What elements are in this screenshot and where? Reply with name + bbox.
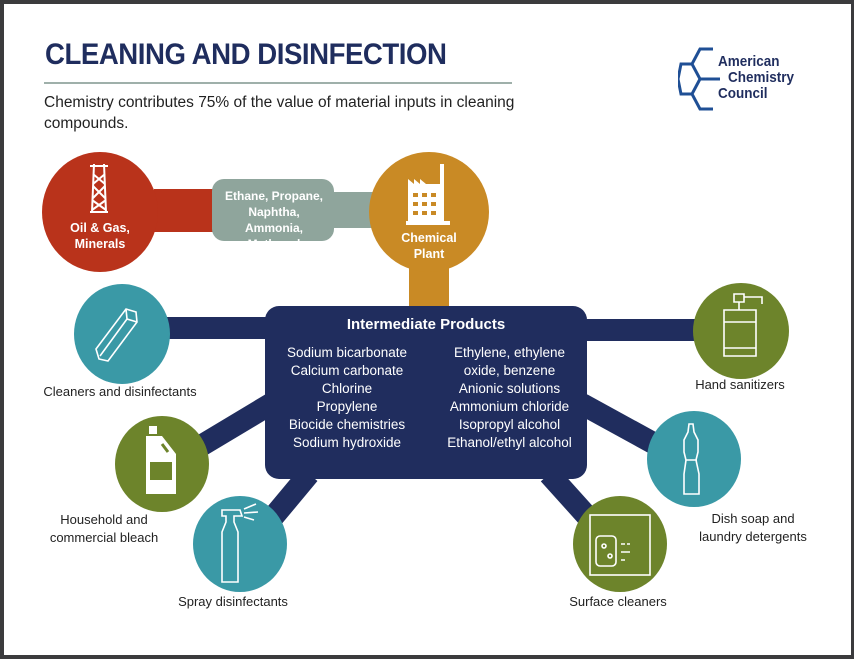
bleach-label-line2: commercial bleach — [49, 530, 159, 545]
oil-gas-label: Oil & Gas, Minerals — [70, 221, 130, 251]
spray-label: Spray disinfectants — [178, 594, 288, 609]
intermediate-item: Ethanol/ethyl alcohol — [447, 435, 572, 450]
intermediate-item: Propylene — [316, 399, 378, 414]
feedstocks-label: Ethane, Propane, Naphtha, Ammonia, Metha… — [224, 189, 324, 251]
cleaners-label: Cleaners and disinfectants — [43, 384, 197, 399]
pump-bottle-icon — [723, 293, 763, 357]
intermediate-item: Sodium hydroxide — [292, 435, 402, 450]
dish-soap-label-line2: laundry detergents — [699, 529, 807, 544]
intermediate-item: Chlorine — [321, 381, 373, 396]
chemical-plant-label: Chemical Plant — [401, 231, 457, 261]
surface-sponge-icon — [589, 514, 651, 576]
intermediate-products-title: Intermediate Products — [346, 316, 506, 333]
oil-derrick-icon — [90, 163, 108, 213]
intermediate-box — [265, 306, 587, 479]
sponge-icon — [95, 308, 138, 362]
surface-label: Surface cleaners — [569, 594, 667, 609]
intermediate-item: Isopropyl alcohol — [458, 417, 561, 432]
logo-text: Chemistry — [728, 69, 795, 86]
surface-circle — [573, 496, 667, 592]
intermediate-item: Biocide chemistries — [288, 417, 406, 432]
acc-logo: American Chemistry Council — [676, 46, 818, 116]
bleach-label-line1: Household and — [60, 512, 148, 527]
dish-soap-circle — [647, 411, 741, 507]
feedstock-pill — [212, 179, 334, 241]
spray-circle — [193, 496, 287, 592]
intermediate-item: Sodium bicarbonate — [286, 345, 408, 360]
hand-sanitizer-circle — [693, 283, 789, 379]
intermediate-list-left: Sodium bicarbonate Calcium carbonate Chl… — [272, 344, 422, 452]
dish-soap-bottle-icon — [683, 423, 700, 495]
infographic-page: CLEANING AND DISINFECTION Chemistry cont… — [4, 4, 851, 655]
cleaners-circle — [74, 284, 170, 384]
spray-bottle-icon — [221, 503, 259, 583]
intermediate-item: Ethylene, ethylene — [453, 345, 566, 360]
factory-windows — [413, 193, 436, 215]
dish-soap-label-line1: Dish soap and — [711, 511, 795, 526]
intermediate-item: oxide, benzene — [463, 363, 556, 378]
flow-diagram — [42, 152, 789, 592]
title-divider — [44, 82, 512, 84]
logo-text: Council — [718, 85, 768, 102]
hexagon-logo-icon — [676, 47, 720, 111]
logo-text: American — [718, 53, 780, 70]
subtitle: Chemistry contributes 75% of the value o… — [44, 94, 515, 132]
hand-sanitizers-label: Hand sanitizers — [695, 377, 785, 392]
page-title: CLEANING AND DISINFECTION — [45, 38, 447, 71]
intermediate-list-right: Ethylene, ethylene oxide, benzene Anioni… — [432, 344, 587, 452]
intermediate-item: Anionic solutions — [458, 381, 561, 396]
intermediate-item: Calcium carbonate — [290, 363, 404, 378]
intermediate-item: Ammonium chloride — [449, 399, 570, 414]
bleach-jug-icon — [146, 426, 176, 494]
